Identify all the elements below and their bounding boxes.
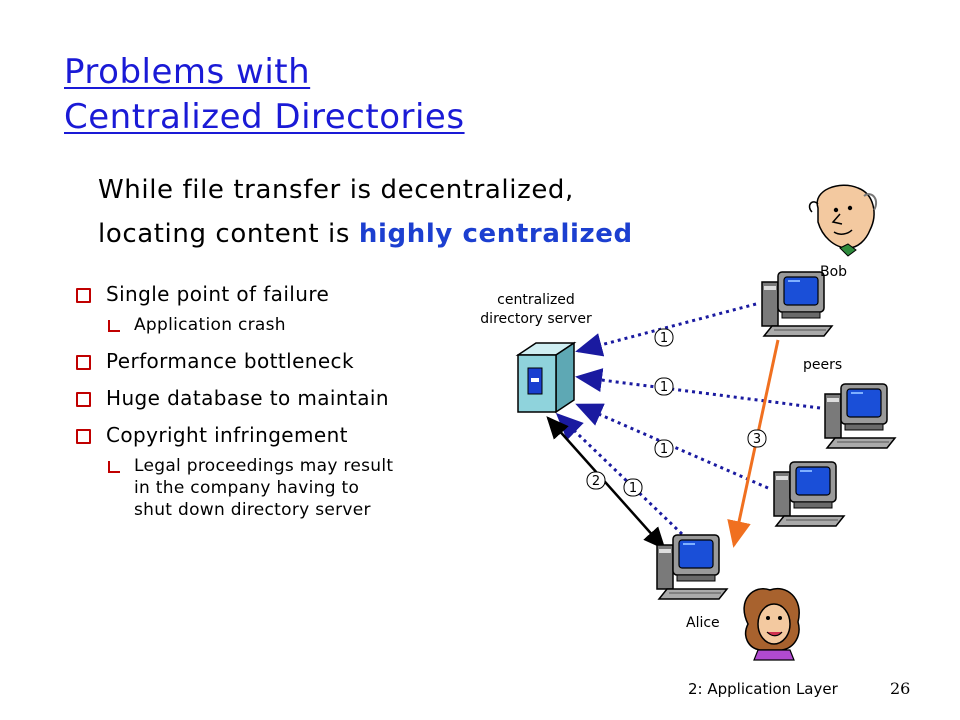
intro-statement: While file transfer is decentralized, lo… xyxy=(98,168,633,256)
peer-computer-2 xyxy=(773,461,845,527)
intro-highlight: highly centralized xyxy=(358,219,633,249)
sub-bullet-item: Legal proceedings may result in the comp… xyxy=(106,455,394,521)
bullet-text: Copyright infringement xyxy=(106,423,348,447)
peer-computer-1 xyxy=(824,383,896,449)
bullet-list: Single point of failure Application cras… xyxy=(72,282,452,534)
server-label-line-1: centralized xyxy=(497,292,575,308)
svg-text:3: 3 xyxy=(753,432,761,447)
peers-label: peers xyxy=(803,357,843,373)
svg-text:1: 1 xyxy=(660,380,668,395)
alice-computer xyxy=(656,534,728,600)
svg-text:1: 1 xyxy=(629,481,637,496)
bullet-item: Copyright infringement Legal proceedings… xyxy=(72,423,452,521)
sub-bullet-item: Application crash xyxy=(106,314,452,336)
step-badge: 1 xyxy=(654,328,674,347)
alice-label: Alice xyxy=(686,615,720,631)
alice-avatar xyxy=(743,587,800,661)
step-badge: 1 xyxy=(654,377,674,396)
lookup-arrow xyxy=(546,416,666,550)
bullet-item: Single point of failure Application cras… xyxy=(72,282,452,336)
bob-avatar xyxy=(808,184,878,257)
intro-line-2-prefix: locating content is xyxy=(98,219,359,249)
query-line-bob xyxy=(575,302,757,357)
intro-line-1: While file transfer is decentralized, xyxy=(98,175,574,205)
server-label-line-2: directory server xyxy=(480,311,592,327)
bullet-text: Single point of failure xyxy=(106,282,330,306)
query-line-alice xyxy=(555,412,684,536)
server-label: centralized directory server xyxy=(470,291,602,329)
query-line-peer1 xyxy=(575,368,821,410)
bullet-item: Huge database to maintain xyxy=(72,386,452,410)
step-badge: 1 xyxy=(623,478,643,497)
bob-label: Bob xyxy=(820,264,848,280)
bullet-item: Performance bottleneck xyxy=(72,349,452,373)
title-line-1: Problems with xyxy=(64,52,311,92)
page-number: 26 xyxy=(890,679,911,698)
step-badge: 1 xyxy=(654,439,674,458)
title-line-2: Centralized Directories xyxy=(64,97,465,137)
directory-server xyxy=(515,341,577,414)
svg-text:1: 1 xyxy=(660,442,668,457)
slide-title: Problems with Centralized Directories xyxy=(64,50,465,140)
intro-line-2: locating content is highly centralized xyxy=(98,212,633,256)
sub-bullet-list: Legal proceedings may result in the comp… xyxy=(106,455,452,521)
step-badge: 2 xyxy=(586,471,606,490)
step-badge: 3 xyxy=(747,429,767,448)
svg-text:1: 1 xyxy=(660,331,668,346)
sub-bullet-list: Application crash xyxy=(106,314,452,336)
svg-text:2: 2 xyxy=(592,474,600,489)
footer-section: 2: Application Layer xyxy=(688,680,838,698)
